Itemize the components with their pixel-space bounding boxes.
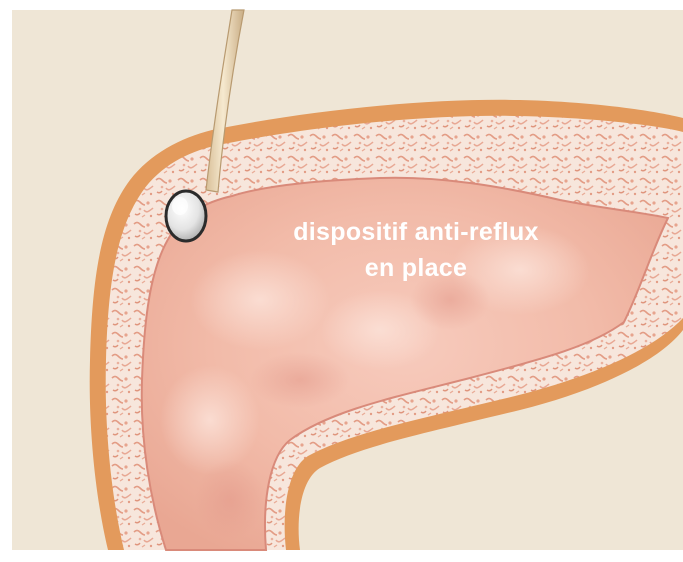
caption-line-1: dispositif anti-reflux (236, 214, 596, 250)
lumen-highlight (160, 365, 260, 475)
caption-line-2: en place (236, 250, 596, 286)
lumen-shadow (195, 460, 265, 540)
valve-highlight (172, 197, 188, 215)
lumen-shadow (250, 352, 350, 408)
anti-reflux-valve-icon (166, 191, 206, 241)
device-caption: dispositif anti-reflux en place (236, 214, 596, 286)
